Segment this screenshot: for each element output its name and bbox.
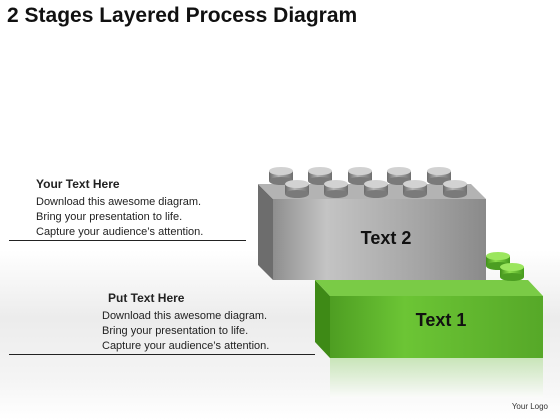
text-block-top: Your Text Here Download this awesome dia… [36,177,203,240]
brick-text-1-side [315,280,330,358]
text-block-bottom-line: Capture your audience’s attention. [102,340,270,352]
divider-bottom [9,354,315,355]
page-title: 2 Stages Layered Process Diagram [7,4,358,27]
text-block-top-heading: Your Text Here [36,177,120,191]
brick-text-2-side [258,184,273,280]
gray-studs [269,167,467,198]
green-brick-reflection [330,358,543,398]
green-studs [486,252,524,281]
text-block-bottom: Put Text Here Download this awesome diag… [102,291,269,354]
text-block-bottom-heading: Put Text Here [108,291,185,305]
text-block-top-line: Download this awesome diagram. [36,196,202,208]
text-block-top-line: Bring your presentation to life. [36,211,183,223]
divider-top [9,240,246,241]
footer-logo-text: Your Logo [511,402,548,411]
text-block-bottom-line: Bring your presentation to life. [102,325,249,337]
brick-text-2-front [273,199,486,280]
text-block-bottom-line: Download this awesome diagram. [102,310,268,322]
brick-text-1-label: Text 1 [416,310,467,330]
brick-text-2-label: Text 2 [361,228,412,248]
brick-text-1: Text 1 [315,252,543,358]
brick-text-2: Text 2 [258,167,486,280]
brick-text-1-top [315,280,543,296]
text-block-top-line: Capture your audience’s attention. [36,226,204,238]
brick-text-1-front [330,296,543,358]
